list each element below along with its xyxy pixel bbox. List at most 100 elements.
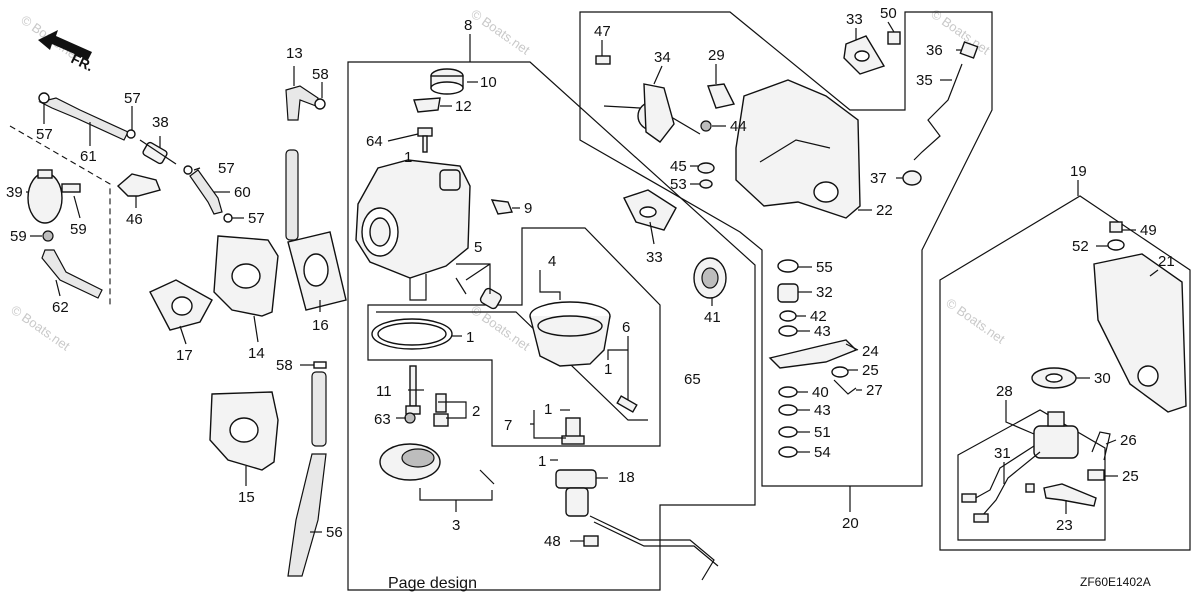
spring-5 xyxy=(455,277,502,310)
callout-58: 58 xyxy=(312,66,329,83)
washer-43 xyxy=(778,404,798,416)
callout-62: 62 xyxy=(52,299,69,316)
clip-58 xyxy=(314,98,326,110)
clip-57 xyxy=(126,129,136,139)
callout-50: 50 xyxy=(880,5,897,22)
fuel-hose-62 xyxy=(41,249,103,299)
carburetor-body xyxy=(355,159,471,301)
callout-57: 57 xyxy=(248,210,265,227)
callout-1: 1 xyxy=(466,329,474,346)
clip-57 xyxy=(183,165,193,175)
callout-30: 30 xyxy=(1094,370,1111,387)
callout-16: 16 xyxy=(312,317,329,334)
cap-10 xyxy=(430,68,464,95)
nut-53 xyxy=(699,179,713,189)
plate-14 xyxy=(213,235,279,317)
callout-42: 42 xyxy=(810,308,827,325)
callout-27: 27 xyxy=(866,382,883,399)
callout-64: 64 xyxy=(366,133,383,150)
callout-45: 45 xyxy=(670,158,687,175)
float-3 xyxy=(379,443,441,481)
callout-53: 53 xyxy=(670,176,687,193)
callout-37: 37 xyxy=(870,170,887,187)
lever-24 xyxy=(768,339,858,369)
tube-56 xyxy=(287,371,327,577)
callout-22: 22 xyxy=(876,202,893,219)
callout-6: 6 xyxy=(622,319,630,336)
callout-2: 2 xyxy=(472,403,480,420)
grommet-37 xyxy=(902,170,922,186)
gasket-17 xyxy=(149,279,213,331)
callout-44: 44 xyxy=(730,118,747,135)
clip-57 xyxy=(223,213,233,223)
callout-19: 19 xyxy=(1070,163,1087,180)
nut-49 xyxy=(1109,221,1123,233)
insulator-16 xyxy=(287,231,347,311)
gasket-1 xyxy=(371,318,453,350)
tube-13 xyxy=(285,85,319,241)
callout-57: 57 xyxy=(124,90,141,107)
callout-10: 10 xyxy=(480,74,497,91)
fuel-hose-60 xyxy=(189,169,223,215)
callout-43: 43 xyxy=(814,323,831,340)
plate-15 xyxy=(209,391,279,471)
callout-13: 13 xyxy=(286,45,303,62)
gasket-63 xyxy=(404,412,416,424)
callout-33: 33 xyxy=(646,249,663,266)
bolt-47 xyxy=(595,55,611,65)
cover-21 xyxy=(1093,253,1187,413)
callout-7: 7 xyxy=(504,417,512,434)
callout-9: 9 xyxy=(524,200,532,217)
watermark: © Boats.net xyxy=(468,6,533,58)
callout-12: 12 xyxy=(455,98,472,115)
callout-58: 58 xyxy=(276,357,293,374)
gasket-33 xyxy=(843,35,886,75)
callout-4: 4 xyxy=(548,253,556,270)
callout-15: 15 xyxy=(238,489,255,506)
callout-57: 57 xyxy=(36,126,53,143)
spring-29 xyxy=(707,83,736,109)
washer-40 xyxy=(778,386,798,398)
control-base-22 xyxy=(735,79,861,219)
group-frames xyxy=(9,11,1191,591)
callout-14: 14 xyxy=(248,345,265,362)
nut-44 xyxy=(700,120,712,132)
callout-55: 55 xyxy=(816,259,833,276)
callout-26: 26 xyxy=(1120,432,1137,449)
gasket-33 xyxy=(623,189,677,231)
callout-60: 60 xyxy=(234,184,251,201)
lever-12 xyxy=(413,97,441,113)
clip-25 xyxy=(831,366,849,378)
callout-32: 32 xyxy=(816,284,833,301)
nut-50 xyxy=(887,31,901,45)
spring-27 xyxy=(833,379,857,395)
callout-65: 65 xyxy=(684,371,701,388)
callout-28: 28 xyxy=(996,383,1013,400)
callout-59: 59 xyxy=(70,221,87,238)
governor-arm-34 xyxy=(603,83,701,143)
nut-45 xyxy=(697,162,715,174)
washer-43 xyxy=(778,325,798,337)
watermark: © Boats.net xyxy=(943,295,1008,347)
callout-1: 1 xyxy=(538,453,546,470)
pin-3 xyxy=(479,469,495,485)
clip-59 xyxy=(42,230,54,242)
callout-47: 47 xyxy=(594,23,611,40)
callout-1: 1 xyxy=(404,149,412,166)
switch-28 xyxy=(961,411,1079,523)
callout-18: 18 xyxy=(618,469,635,486)
callout-25: 25 xyxy=(862,362,879,379)
bracket-26 xyxy=(1091,431,1111,461)
callout-46: 46 xyxy=(126,211,143,228)
callout-40: 40 xyxy=(812,384,829,401)
callout-48: 48 xyxy=(544,533,561,550)
callout-labels: 8 10 12 64 1 9 5 4 1 6 1 65 11 2 63 1 7 … xyxy=(6,5,1175,550)
callout-11: 11 xyxy=(376,383,392,400)
spring-32 xyxy=(777,283,799,303)
washer-51 xyxy=(778,426,798,438)
callout-51: 51 xyxy=(814,424,831,441)
diagram-code: ZF60E1402A xyxy=(1080,575,1151,589)
callout-31: 31 xyxy=(994,445,1011,462)
washer-54 xyxy=(778,446,798,458)
callout-33: 33 xyxy=(846,11,863,28)
